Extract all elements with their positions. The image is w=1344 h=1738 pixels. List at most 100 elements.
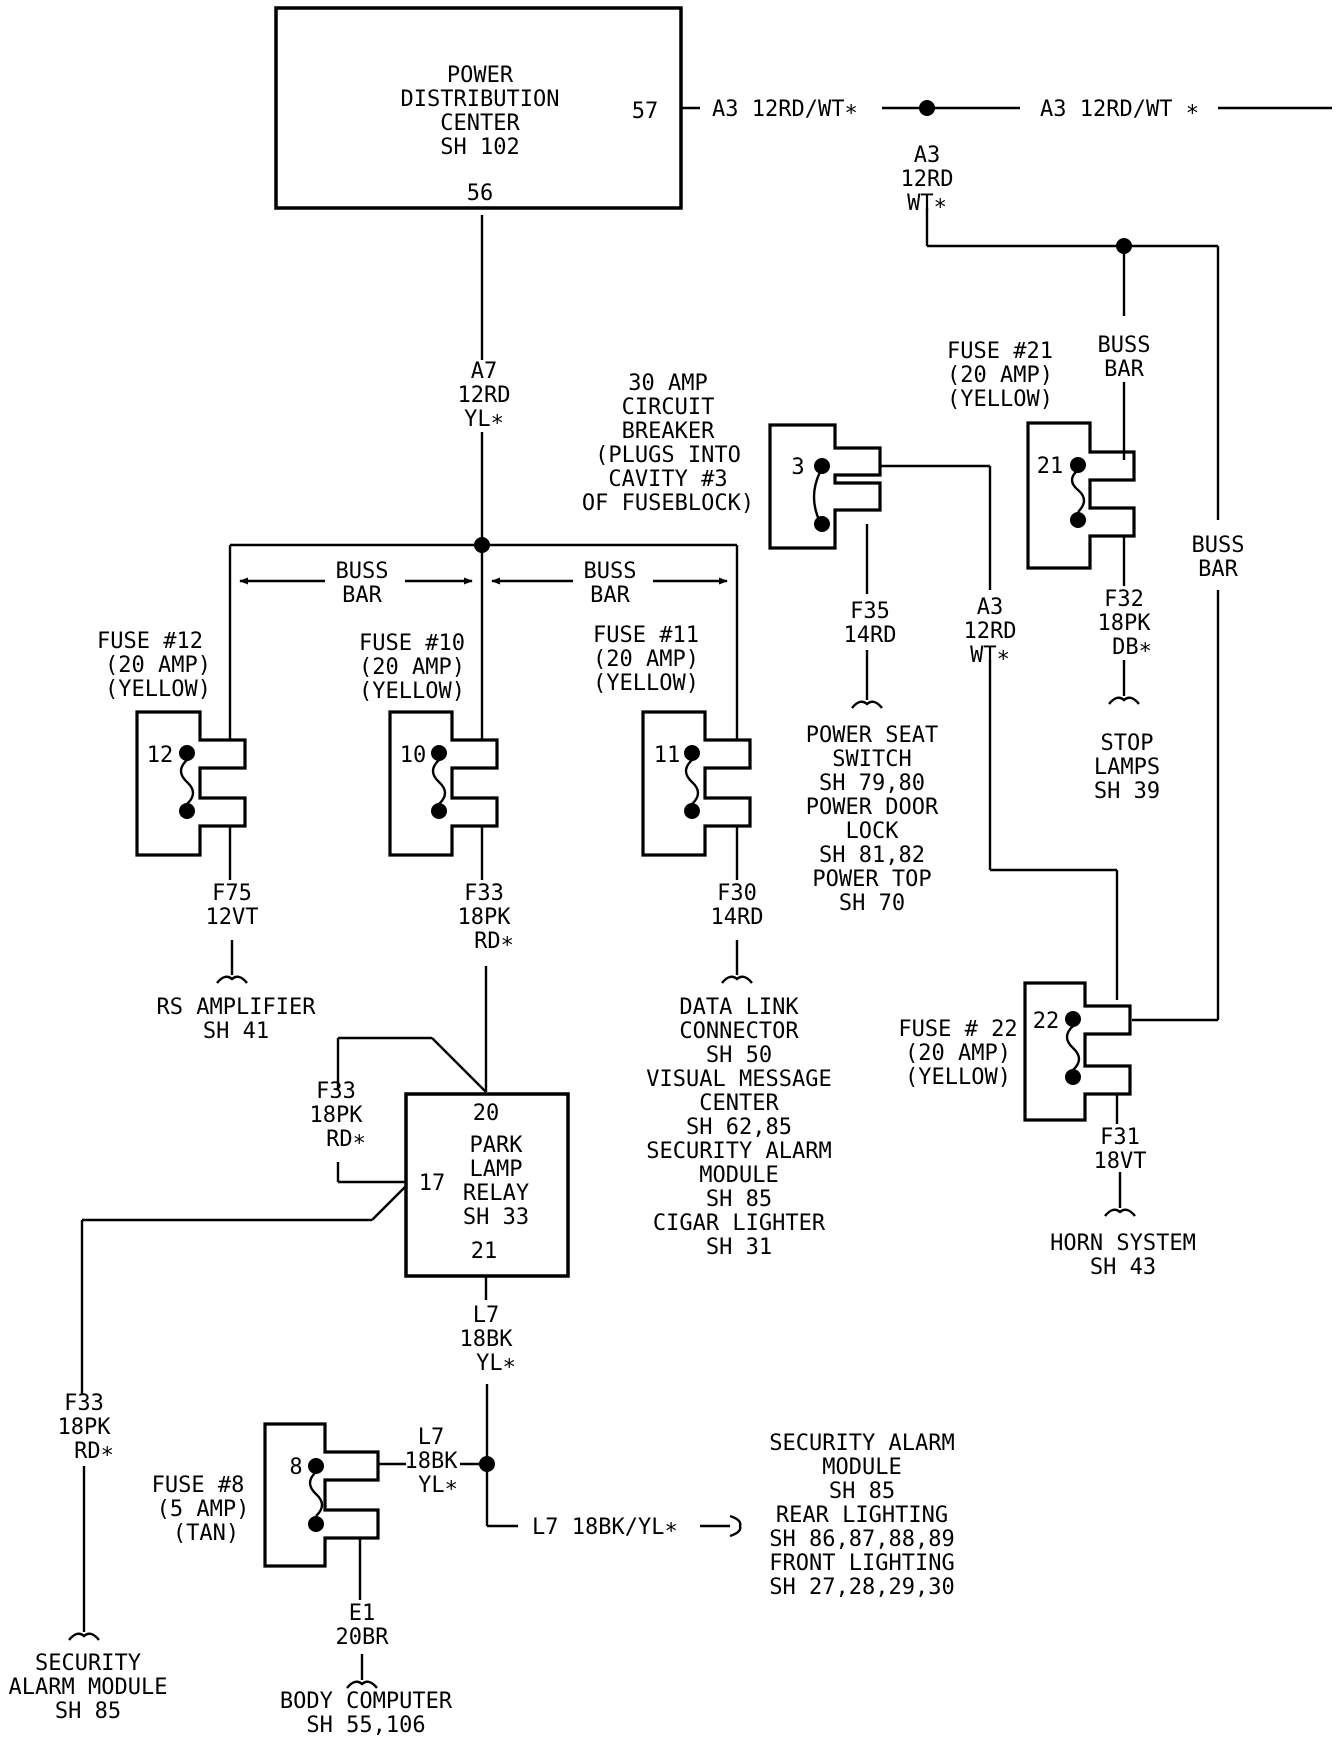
wire-f30-1: F30 — [717, 881, 757, 906]
relay-pin-17: 17 — [419, 1171, 446, 1196]
park-lamp-relay: F33 18PK RD∗ 20 PARK LAMP RELAY SH 33 17… — [80, 1036, 742, 1540]
fuse-10-label-1: FUSE #10 — [359, 631, 465, 656]
dest-srf-3: SH 85 — [829, 1479, 895, 1504]
relay-line-2: LAMP — [470, 1157, 523, 1182]
dest-srf-7: SH 27,28,29,30 — [769, 1575, 954, 1600]
wire-e1-2: 20BR — [336, 1625, 390, 1650]
dest-stop-lamps-1: STOP — [1101, 731, 1154, 756]
buss-bar-right-2: BAR — [590, 583, 630, 608]
dest-power-seat-6: SH 81,82 — [819, 843, 925, 868]
wire-l7-run: L7 18BK/YL∗ — [532, 1515, 678, 1540]
dest-horn-1: HORN SYSTEM — [1050, 1231, 1196, 1256]
wire-l7-fuse8-2: 18BK — [405, 1449, 459, 1474]
relay-pin-21: 21 — [471, 1239, 498, 1264]
pdc-line-2: DISTRIBUTION — [401, 87, 560, 112]
breaker-number: 3 — [791, 455, 804, 480]
wire-a3-mid-1: A3 — [977, 595, 1004, 620]
dest-srf-2: MODULE — [822, 1455, 901, 1480]
breaker-line-6: OF FUSEBLOCK) — [582, 491, 754, 516]
dest-data-link-6: SH 62,85 — [686, 1115, 792, 1140]
breaker-line-3: BREAKER — [622, 419, 715, 444]
breaker-line-4: (PLUGS INTO — [595, 443, 741, 468]
wire-f33-center-2: 18PK — [458, 905, 512, 930]
dest-data-link-10: CIGAR LIGHTER — [653, 1211, 826, 1236]
fuse-21-label-2: (20 AMP) — [947, 363, 1053, 388]
fuse-11: FUSE #11 (20 AMP) (YELLOW) 11 F30 14RD — [593, 623, 764, 984]
dest-stop-lamps-3: SH 39 — [1094, 779, 1160, 804]
fuse-10-label-2: (20 AMP) — [359, 655, 465, 680]
dest-security-rear-front: SECURITY ALARM MODULE SH 85 REAR LIGHTIN… — [769, 1431, 954, 1600]
dest-data-link-4: VISUAL MESSAGE — [646, 1067, 831, 1092]
wire-f33-relay-3: RD∗ — [326, 1127, 366, 1152]
wire-l7-fuse8-1: L7 — [418, 1425, 445, 1450]
wire-f30-2: 14RD — [711, 905, 764, 930]
fuse-21-number: 21 — [1037, 454, 1064, 479]
dest-srf-5: SH 86,87,88,89 — [769, 1527, 954, 1552]
buss-bar-left-1: BUSS — [336, 559, 389, 584]
breaker-line-1: 30 AMP — [628, 371, 707, 396]
dest-srf-4: REAR LIGHTING — [776, 1503, 948, 1528]
wire-f33-relay-2: 18PK — [310, 1103, 364, 1128]
dest-data-link-8: MODULE — [699, 1163, 778, 1188]
wire-f35-1: F35 — [850, 599, 890, 624]
fuse-12-label-1: FUSE #12 — [97, 629, 203, 654]
fuse-8-label-1: FUSE #8 — [152, 1473, 245, 1498]
wire-a3-mid-3: WT∗ — [970, 643, 1010, 668]
dest-body-computer-2: SH 55,106 — [306, 1713, 425, 1738]
wire-a3-drop-3: WT∗ — [907, 191, 947, 216]
fuse-12-label-3: (YELLOW) — [105, 677, 211, 702]
fuse-10-label-3: (YELLOW) — [359, 679, 465, 704]
dest-power-seat-4: POWER DOOR — [806, 795, 939, 820]
a3-splice-top — [919, 100, 935, 116]
wire-f33-left-3: RD∗ — [74, 1439, 114, 1464]
dest-power-seat-7: POWER TOP — [812, 867, 931, 892]
fuse-8-number: 8 — [289, 1455, 302, 1480]
dest-security-left-1: SECURITY — [35, 1651, 141, 1676]
wire-f33-left-1: F33 — [64, 1391, 104, 1416]
wire-l7-relay-2: 18BK — [460, 1327, 514, 1352]
a7-feed: A7 12RD YL∗ BUSS BAR BUSS BAR — [228, 215, 739, 740]
wire-a7-1: A7 — [471, 359, 498, 384]
wire-f75-1: F75 — [212, 881, 252, 906]
wire-f33-relay-1: F33 — [316, 1079, 356, 1104]
dest-data-link-5: CENTER — [699, 1091, 779, 1116]
buss-bar-right-1: BUSS — [584, 559, 637, 584]
breaker-line-5: CAVITY #3 — [608, 467, 727, 492]
buss-bar-side-1: BUSS — [1192, 533, 1245, 558]
dest-data-link-11: SH 31 — [706, 1235, 772, 1260]
relay-line-4: SH 33 — [463, 1205, 529, 1230]
dest-power-seat-3: SH 79,80 — [819, 771, 925, 796]
dest-power-seat-5: LOCK — [846, 819, 900, 844]
buss-bar-fuse21-2: BAR — [1104, 357, 1144, 382]
fuse-21-label-1: FUSE #21 — [947, 339, 1053, 364]
fuse-22-label-3: (YELLOW) — [905, 1065, 1011, 1090]
fuse-8: FUSE #8 (5 AMP) (TAN) 8 E1 20BR BODY COM… — [152, 1422, 453, 1738]
dest-data-link-1: DATA LINK — [679, 995, 799, 1020]
dest-power-seat: POWER SEAT SWITCH SH 79,80 POWER DOOR LO… — [806, 723, 939, 916]
wire-f32-3: DB∗ — [1112, 635, 1152, 660]
dest-srf-6: FRONT LIGHTING — [769, 1551, 954, 1576]
buss-bar-side-2: BAR — [1198, 557, 1238, 582]
fuse-22-label-1: FUSE # 22 — [898, 1017, 1017, 1042]
wire-e1-1: E1 — [349, 1601, 376, 1626]
fuse-12: FUSE #12 (20 AMP) (YELLOW) 12 F75 12VT R… — [97, 629, 316, 1044]
wire-f31-2: 18VT — [1094, 1149, 1147, 1174]
dest-body-computer-1: BODY COMPUTER — [280, 1689, 453, 1714]
fuse-11-label-1: FUSE #11 — [593, 623, 699, 648]
buss-bar-fuse21-1: BUSS — [1098, 333, 1151, 358]
fuse-22-label-2: (20 AMP) — [905, 1041, 1011, 1066]
fuse-11-number: 11 — [654, 743, 681, 768]
dest-data-link-9: SH 85 — [706, 1187, 772, 1212]
fuse-12-label-2: (20 AMP) — [105, 653, 211, 678]
fuse-12-number: 12 — [147, 743, 174, 768]
fuse-22-number: 22 — [1033, 1009, 1060, 1034]
dest-rs-amp-1: RS AMPLIFIER — [157, 995, 317, 1020]
dest-rs-amp-2: SH 41 — [203, 1019, 269, 1044]
pdc-line-4: SH 102 — [440, 135, 519, 160]
dest-security-left-3: SH 85 — [55, 1699, 121, 1724]
power-distribution-center: POWER DISTRIBUTION CENTER SH 102 57 56 — [274, 6, 683, 210]
pdc-pin-56: 56 — [467, 181, 494, 206]
wire-f32-1: F32 — [1104, 587, 1144, 612]
fuse-11-label-2: (20 AMP) — [593, 647, 699, 672]
